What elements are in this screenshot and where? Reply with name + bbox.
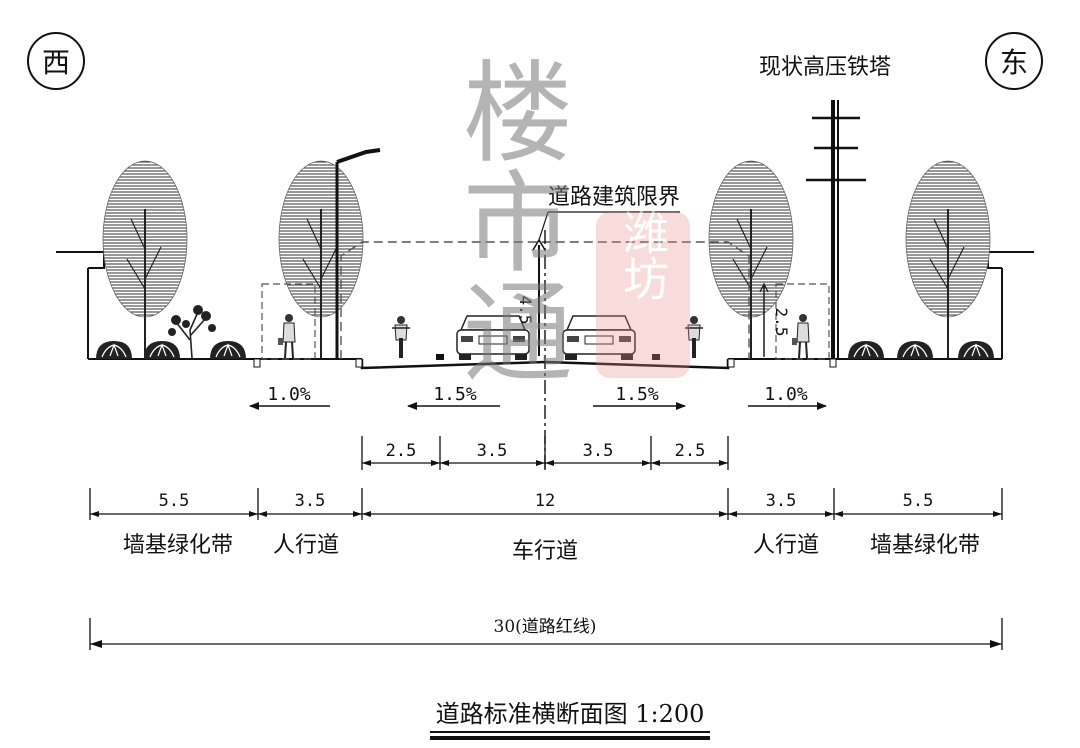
slope-arrow-east-carriageway: 1.5% [593, 384, 686, 410]
slope-arrow-west-carriageway: 1.5% [407, 384, 500, 410]
power-tower-icon [806, 100, 866, 359]
dimension-value: 2.5 [386, 441, 417, 461]
pedestrian-icon [277, 313, 296, 359]
slope-label: 1.0% [764, 384, 808, 405]
slope-label: 1.0% [267, 384, 311, 405]
watermark: 潍坊 楼市通 [444, 55, 690, 385]
street-lamp-icon [335, 148, 381, 359]
slope-label: 1.5% [433, 384, 477, 405]
shrub-icon [95, 340, 133, 360]
shrub-icon [847, 340, 885, 360]
west-label: 西 [42, 46, 70, 79]
pedestrian-icon [791, 313, 810, 359]
slope-label: 1.5% [615, 384, 659, 405]
curb-marker [436, 354, 444, 360]
main-dimension-row: 5.5 3.5 12 3.5 5.5 墙基绿化带 人行道 车行道 人行道 墙基绿… [89, 488, 1003, 564]
curb-marker [652, 354, 660, 360]
clearance-height-left: 4.5 [516, 296, 535, 325]
total-dimension: 30(道路红线) [89, 617, 1003, 650]
slope-arrow-east-sidewalk: 1.0% [748, 384, 827, 410]
shrub-icon [143, 340, 181, 360]
sub-dimension-row: 2.5 3.5 3.5 2.5 [361, 436, 729, 470]
east-label: 东 [1000, 46, 1028, 79]
shrub-icon [957, 340, 995, 360]
dimension-value: 3.5 [583, 441, 614, 461]
watermark-calligraphy: 楼市通 [444, 55, 572, 385]
caption-text: 道路标准横断面图 1:200 [436, 700, 705, 728]
zone-label: 墙基绿化带 [123, 533, 233, 558]
tree-icon [905, 160, 991, 360]
flowering-shrub-icon [168, 305, 216, 359]
drawing-caption: 道路标准横断面图 1:200 [430, 700, 710, 740]
dimension-value: 5.5 [159, 491, 190, 511]
clearance-height-right: 2.5 [772, 308, 791, 337]
clearance-label: 道路建筑限界 [548, 185, 680, 210]
dimension-value: 5.5 [903, 491, 934, 511]
dimension-value: 3.5 [477, 441, 508, 461]
watermark-seal: 潍坊 [596, 209, 690, 378]
shrub-icon [209, 340, 247, 360]
dimension-value: 2.5 [675, 441, 706, 461]
west-wall [56, 251, 105, 359]
zone-label: 车行道 [512, 539, 578, 564]
shrub-icon [896, 340, 934, 360]
cyclist-icon [391, 315, 411, 359]
slope-arrow-west-sidewalk: 1.0% [249, 384, 330, 410]
dimension-value: 3.5 [766, 491, 797, 511]
dimension-value: 12 [535, 491, 555, 511]
clearance-callout: 道路建筑限界 4.5 2.5 [516, 185, 791, 357]
dimension-value: 3.5 [295, 491, 326, 511]
total-dimension-label: 30(道路红线) [494, 617, 597, 637]
east-wall [987, 251, 1034, 359]
zone-label: 人行道 [273, 533, 339, 558]
tower-label: 现状高压铁塔 [759, 55, 891, 80]
watermark-seal-text: 潍坊 [616, 209, 670, 301]
zone-label: 人行道 [753, 533, 819, 558]
west-direction-marker: 西 [27, 32, 85, 90]
zone-label: 墙基绿化带 [870, 533, 980, 558]
east-direction-marker: 东 [985, 32, 1043, 90]
